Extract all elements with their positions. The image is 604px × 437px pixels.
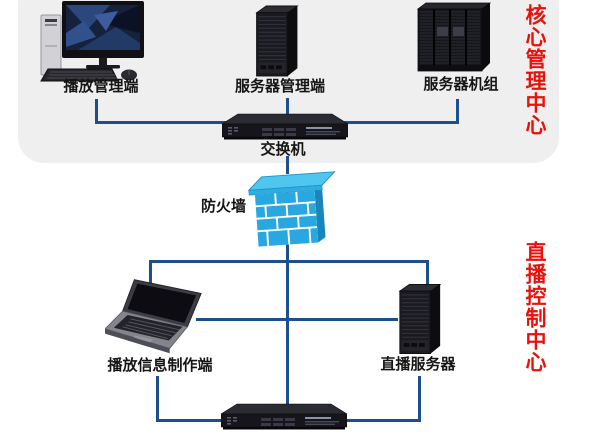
label-playback-management: 播放管理端: [63, 78, 139, 95]
connection-line: [196, 318, 398, 321]
label-server-cluster: 服务器机组: [423, 76, 499, 93]
connection-line: [149, 260, 429, 263]
connection-line: [286, 243, 289, 406]
node-playback-management: [36, 1, 146, 82]
node-live-server: [394, 280, 444, 358]
label-core-switch: 交换机: [260, 141, 306, 158]
server-tower-icon: [398, 284, 442, 354]
node-live-switch: [221, 401, 347, 431]
zone-label-live-control-center: 直播控制中心: [523, 241, 546, 373]
connection-line: [456, 99, 459, 124]
label-live-server: 直播服务器: [380, 356, 456, 373]
connection-line: [418, 376, 421, 422]
node-server-management: [250, 4, 302, 78]
connection-line: [286, 98, 289, 114]
desktop-computer-icon: [40, 1, 144, 82]
connection-line: [332, 419, 421, 422]
connection-line: [95, 99, 98, 124]
server-rack-icon: [416, 2, 492, 72]
connection-line: [341, 121, 459, 124]
connection-line: [149, 260, 152, 285]
network-switch-icon: [222, 113, 348, 140]
connection-line: [426, 260, 429, 285]
connection-line: [156, 419, 228, 422]
label-production-terminal: 播放信息制作端: [107, 357, 213, 374]
server-tower-icon: [255, 5, 299, 77]
node-firewall: [244, 165, 342, 250]
connection-line: [286, 156, 289, 174]
label-server-management: 服务器管理端: [234, 78, 325, 95]
connection-line: [156, 376, 159, 422]
connection-line: [95, 121, 227, 124]
node-server-cluster: [416, 1, 492, 75]
network-switch-icon: [221, 403, 347, 430]
label-firewall: 防火墙: [200, 198, 246, 215]
laptop-icon: [105, 279, 202, 354]
node-production-terminal: [105, 277, 207, 357]
zone-label-core-management-center: 核心管理中心: [523, 4, 546, 136]
firewall-brick-wall-icon: [247, 171, 336, 247]
node-core-switch: [222, 111, 348, 141]
